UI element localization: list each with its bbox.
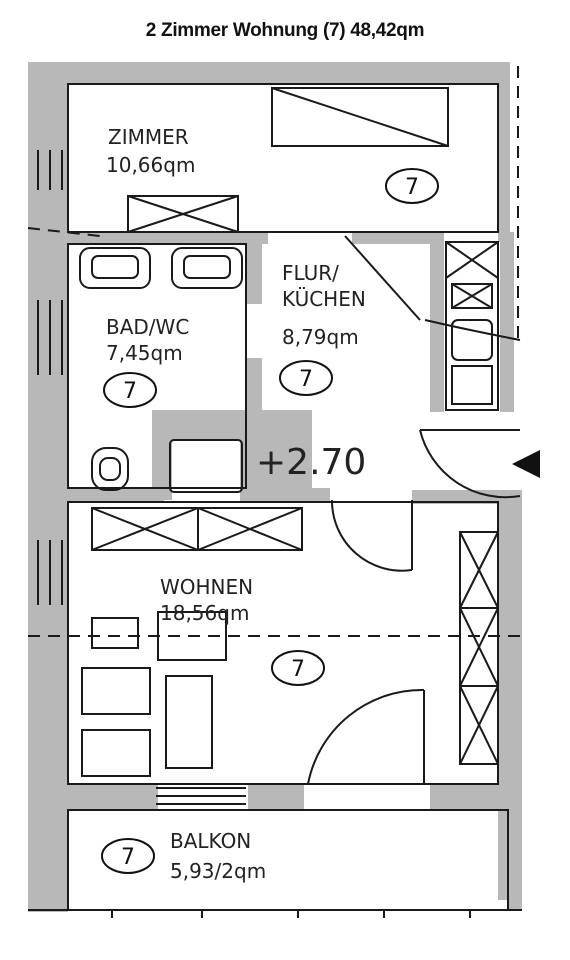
zimmer-name: ZIMMER [108, 125, 189, 149]
flur-unit: 7 [299, 367, 313, 392]
walls [28, 62, 522, 912]
flur-area: 8,79qm [282, 325, 359, 349]
plan-title: 2 Zimmer Wohnung (7) 48,42qm [145, 20, 425, 41]
elevation-mark: +2.70 [256, 442, 366, 483]
wohnen-area: 18,56qm [160, 601, 249, 625]
flur-name-1: FLUR/ [282, 261, 339, 285]
balkon-unit: 7 [121, 845, 135, 870]
zimmer-unit: 7 [405, 175, 419, 200]
bad-unit: 7 [123, 379, 137, 404]
zimmer-area: 10,66qm [106, 153, 195, 177]
entry-arrow-icon [512, 450, 540, 478]
wohnen-name: WOHNEN [160, 575, 253, 599]
wohnen-unit: 7 [291, 657, 305, 682]
bad-area: 7,45qm [106, 341, 183, 365]
dashed-lines [27, 66, 528, 637]
unit-markers: 7 7 7 7 7 [101, 168, 439, 874]
bad-name: BAD/WC [106, 315, 189, 339]
balkon-area: 5,93/2qm [170, 859, 266, 883]
balkon-name: BALKON [170, 829, 251, 853]
flur-name-2: KÜCHEN [282, 287, 366, 311]
bottom-ticks [28, 909, 522, 918]
